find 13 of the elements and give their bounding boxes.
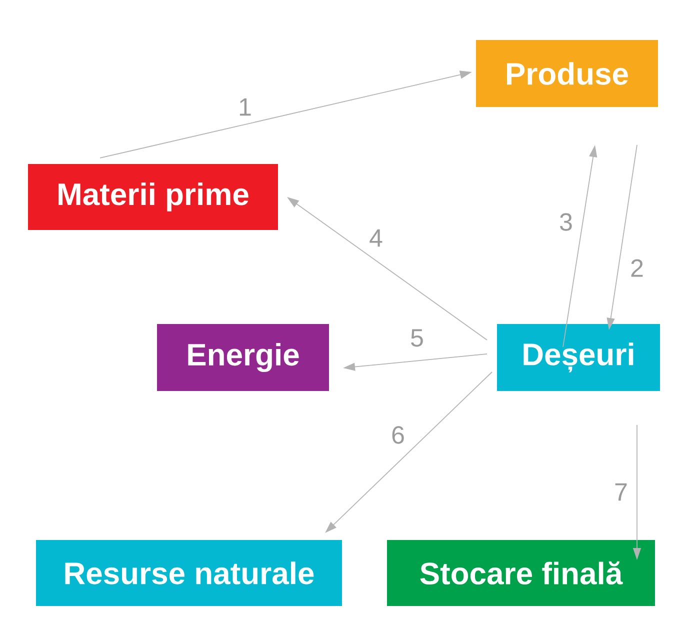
edge-label: 4 xyxy=(368,228,384,248)
process-box: Energie xyxy=(157,324,329,391)
process-box: Stocare finală xyxy=(387,540,655,606)
edge-label: 1 xyxy=(237,97,253,117)
edge-label: 5 xyxy=(409,328,425,348)
process-box: Produse xyxy=(476,40,658,107)
edge-label: 7 xyxy=(613,482,629,502)
edge-label: 2 xyxy=(629,258,645,278)
process-box: Materii prime xyxy=(28,164,278,230)
process-box: Deșeuri xyxy=(497,324,660,391)
edge-label: 6 xyxy=(390,425,406,445)
process-box: Resurse naturale xyxy=(36,540,342,606)
edge-label: 3 xyxy=(558,212,574,232)
